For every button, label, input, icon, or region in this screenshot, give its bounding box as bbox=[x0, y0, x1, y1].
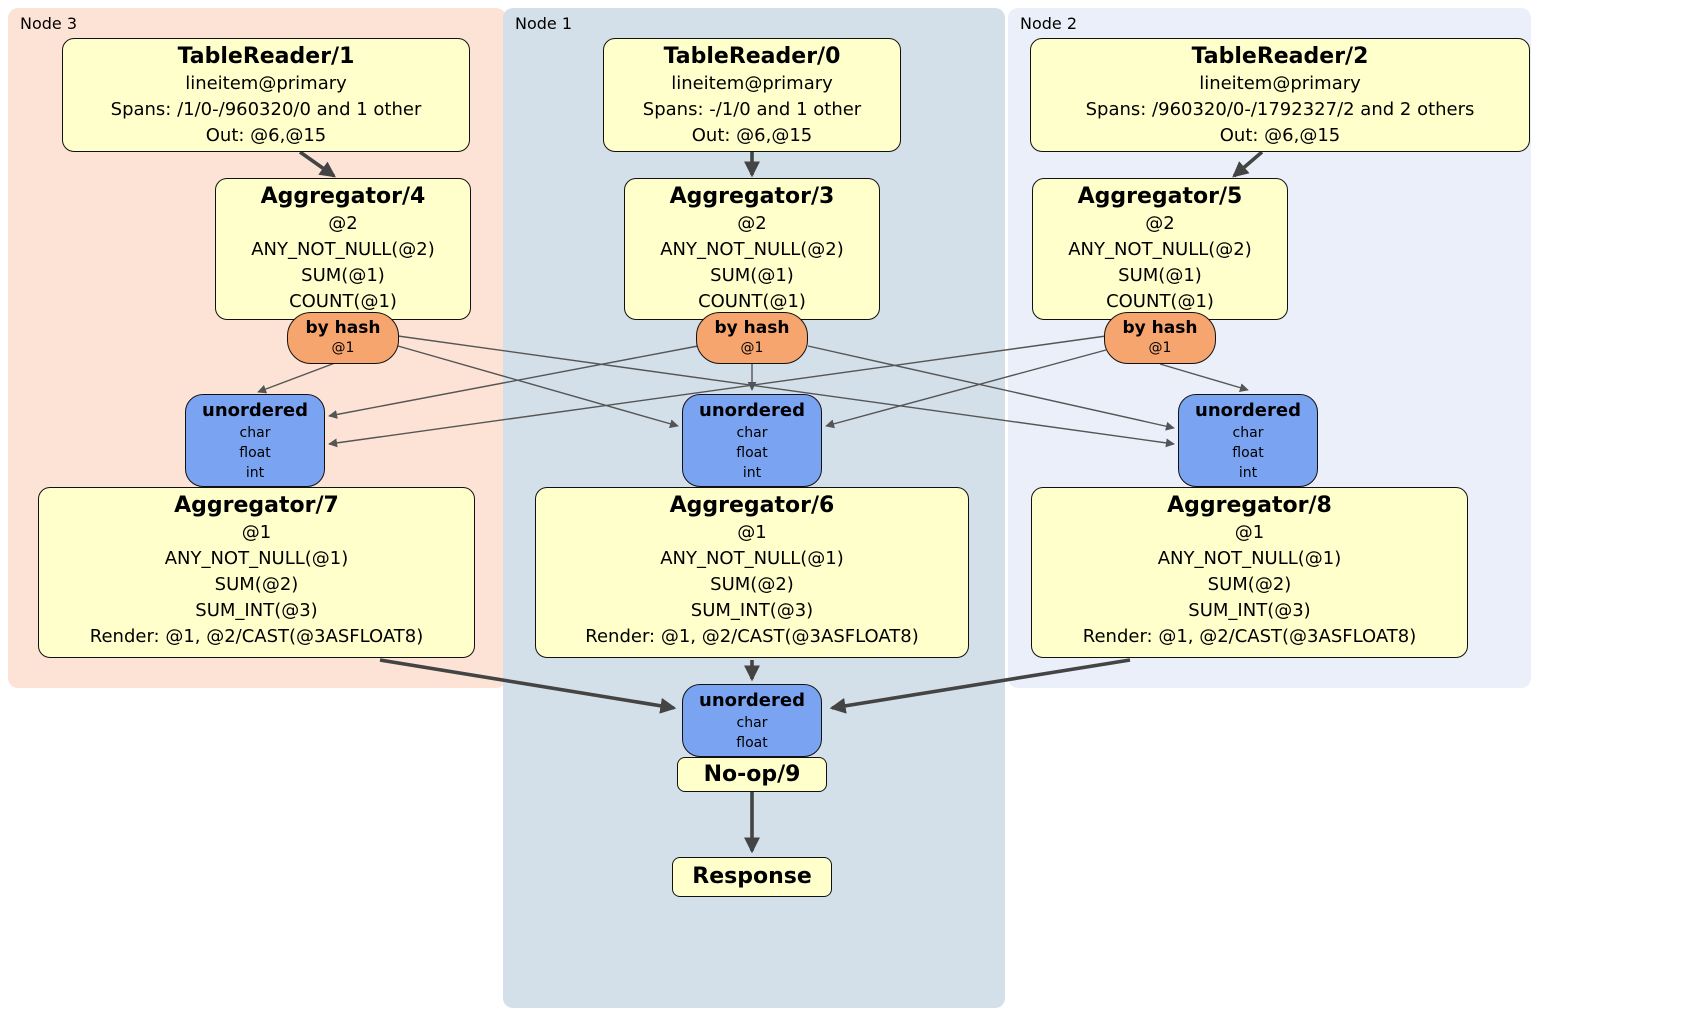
op-line: Spans: /960320/0-/1792327/2 and 2 others bbox=[1085, 99, 1475, 120]
op-line: @1 bbox=[737, 522, 767, 543]
router-column: @1 bbox=[1148, 340, 1172, 356]
panel-node2-label: Node 2 bbox=[1020, 14, 1078, 33]
op-line: @1 bbox=[241, 522, 272, 543]
by-hash-router-node2: by hash @1 bbox=[1104, 312, 1216, 364]
tablereader-1-box: TableReader/1 lineitem@primary Spans: /1… bbox=[62, 38, 470, 152]
op-line: ANY_NOT_NULL(@2) bbox=[251, 239, 435, 260]
aggregator-5-box: Aggregator/5 @2 ANY_NOT_NULL(@2) SUM(@1)… bbox=[1032, 178, 1288, 320]
by-hash-router-node1: by hash @1 bbox=[696, 312, 808, 364]
sync-title: unordered bbox=[202, 400, 308, 421]
unordered-sync-node1: unordered char float int bbox=[682, 394, 822, 487]
op-line: @2 bbox=[328, 213, 358, 234]
panel-node1-label: Node 1 bbox=[515, 14, 573, 33]
op-line: Out: @6,@15 bbox=[205, 125, 327, 146]
sync-type: float bbox=[239, 445, 271, 461]
aggregator-7-box: Aggregator/7 @1 ANY_NOT_NULL(@1) SUM(@2)… bbox=[38, 487, 475, 658]
unordered-sync-node3: unordered char float int bbox=[185, 394, 325, 487]
op-line: @1 bbox=[1234, 522, 1265, 543]
op-title: Response bbox=[692, 864, 812, 889]
op-line: @2 bbox=[737, 213, 767, 234]
op-line: ANY_NOT_NULL(@1) bbox=[164, 548, 349, 569]
op-title: TableReader/0 bbox=[663, 44, 841, 69]
aggregator-8-box: Aggregator/8 @1 ANY_NOT_NULL(@1) SUM(@2)… bbox=[1031, 487, 1468, 658]
sync-type: char bbox=[1232, 425, 1264, 441]
unordered-sync-final: unordered char float bbox=[682, 684, 822, 757]
sync-title: unordered bbox=[699, 690, 805, 711]
router-column: @1 bbox=[740, 340, 764, 356]
op-line: ANY_NOT_NULL(@2) bbox=[1068, 239, 1252, 260]
router-title: by hash bbox=[1122, 318, 1198, 338]
op-line: SUM(@2) bbox=[1207, 574, 1292, 595]
op-line: COUNT(@1) bbox=[1106, 291, 1214, 312]
sync-type: int bbox=[742, 465, 762, 481]
op-line: lineitem@primary bbox=[1199, 73, 1361, 94]
op-line: Render: @1, @2/CAST(@3ASFLOAT8) bbox=[585, 626, 919, 647]
op-line: SUM(@2) bbox=[214, 574, 299, 595]
op-title: TableReader/1 bbox=[177, 44, 355, 69]
op-title: Aggregator/6 bbox=[669, 493, 835, 518]
op-line: SUM_INT(@3) bbox=[1188, 600, 1311, 621]
router-column: @1 bbox=[331, 340, 355, 356]
op-line: SUM(@1) bbox=[710, 265, 794, 286]
op-line: lineitem@primary bbox=[185, 73, 347, 94]
sync-type: int bbox=[1238, 465, 1258, 481]
op-title: Aggregator/5 bbox=[1077, 184, 1243, 209]
sync-type: float bbox=[1232, 445, 1264, 461]
sync-type: char bbox=[736, 425, 768, 441]
op-line: lineitem@primary bbox=[671, 73, 833, 94]
op-line: ANY_NOT_NULL(@2) bbox=[660, 239, 844, 260]
tablereader-2-box: TableReader/2 lineitem@primary Spans: /9… bbox=[1030, 38, 1530, 152]
op-line: COUNT(@1) bbox=[289, 291, 397, 312]
aggregator-6-box: Aggregator/6 @1 ANY_NOT_NULL(@1) SUM(@2)… bbox=[535, 487, 969, 658]
sync-type: char bbox=[736, 715, 768, 731]
panel-node3-label: Node 3 bbox=[20, 14, 78, 33]
router-title: by hash bbox=[714, 318, 790, 338]
sync-type: char bbox=[239, 425, 271, 441]
aggregator-4-box: Aggregator/4 @2 ANY_NOT_NULL(@2) SUM(@1)… bbox=[215, 178, 471, 320]
op-line: ANY_NOT_NULL(@1) bbox=[660, 548, 844, 569]
op-line: SUM(@2) bbox=[710, 574, 794, 595]
sync-title: unordered bbox=[699, 400, 805, 421]
op-line: Spans: -/1/0 and 1 other bbox=[642, 99, 862, 120]
aggregator-3-box: Aggregator/3 @2 ANY_NOT_NULL(@2) SUM(@1)… bbox=[624, 178, 880, 320]
sync-type: float bbox=[736, 445, 768, 461]
noop-9-box: No-op/9 bbox=[677, 757, 827, 792]
op-line: Out: @6,@15 bbox=[1219, 125, 1341, 146]
tablereader-0-box: TableReader/0 lineitem@primary Spans: -/… bbox=[603, 38, 901, 152]
response-box: Response bbox=[672, 857, 832, 897]
op-line: Spans: /1/0-/960320/0 and 1 other bbox=[110, 99, 422, 120]
sync-type: float bbox=[736, 735, 768, 751]
op-title: No-op/9 bbox=[703, 761, 801, 787]
op-line: COUNT(@1) bbox=[698, 291, 806, 312]
sync-type: int bbox=[245, 465, 265, 481]
sync-title: unordered bbox=[1195, 400, 1301, 421]
op-line: Out: @6,@15 bbox=[691, 125, 813, 146]
op-line: SUM_INT(@3) bbox=[690, 600, 814, 621]
op-title: Aggregator/3 bbox=[669, 184, 835, 209]
op-line: @2 bbox=[1145, 213, 1175, 234]
op-line: Render: @1, @2/CAST(@3ASFLOAT8) bbox=[89, 626, 424, 647]
op-title: Aggregator/4 bbox=[260, 184, 426, 209]
op-title: Aggregator/7 bbox=[174, 493, 339, 518]
op-line: SUM_INT(@3) bbox=[195, 600, 318, 621]
op-line: Render: @1, @2/CAST(@3ASFLOAT8) bbox=[1082, 626, 1417, 647]
op-line: SUM(@1) bbox=[1118, 265, 1202, 286]
router-title: by hash bbox=[305, 318, 381, 338]
by-hash-router-node3: by hash @1 bbox=[287, 312, 399, 364]
op-line: ANY_NOT_NULL(@1) bbox=[1157, 548, 1342, 569]
op-line: SUM(@1) bbox=[301, 265, 385, 286]
unordered-sync-node2: unordered char float int bbox=[1178, 394, 1318, 487]
op-title: TableReader/2 bbox=[1191, 44, 1369, 69]
op-title: Aggregator/8 bbox=[1167, 493, 1332, 518]
